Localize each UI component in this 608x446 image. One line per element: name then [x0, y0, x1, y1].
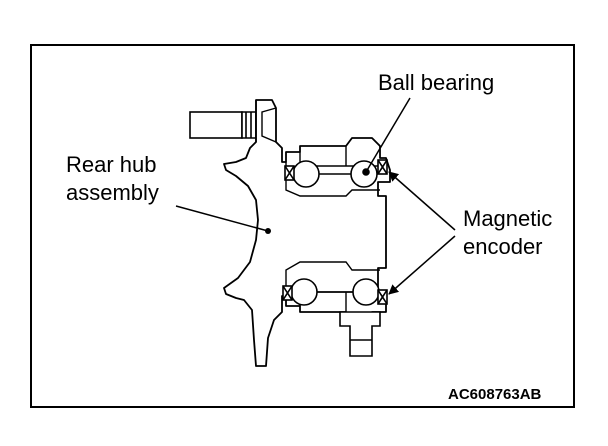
label-rear-hub-line1: Rear hub	[66, 152, 157, 177]
label-ball-bearing: Ball bearing	[378, 70, 494, 95]
lower-ball-bearing	[282, 278, 388, 306]
label-magnetic-line2: encoder	[463, 234, 543, 259]
mounting-tab	[339, 311, 381, 357]
label-rear-hub-line2: assembly	[66, 180, 159, 205]
figure-code: AC608763AB	[448, 386, 542, 403]
wheel-stud	[189, 111, 257, 139]
leader-lines	[175, 97, 456, 295]
hub-leader-dot	[265, 228, 271, 234]
label-magnetic-line1: Magnetic	[463, 206, 552, 231]
upper-ball-bearing	[284, 159, 388, 188]
